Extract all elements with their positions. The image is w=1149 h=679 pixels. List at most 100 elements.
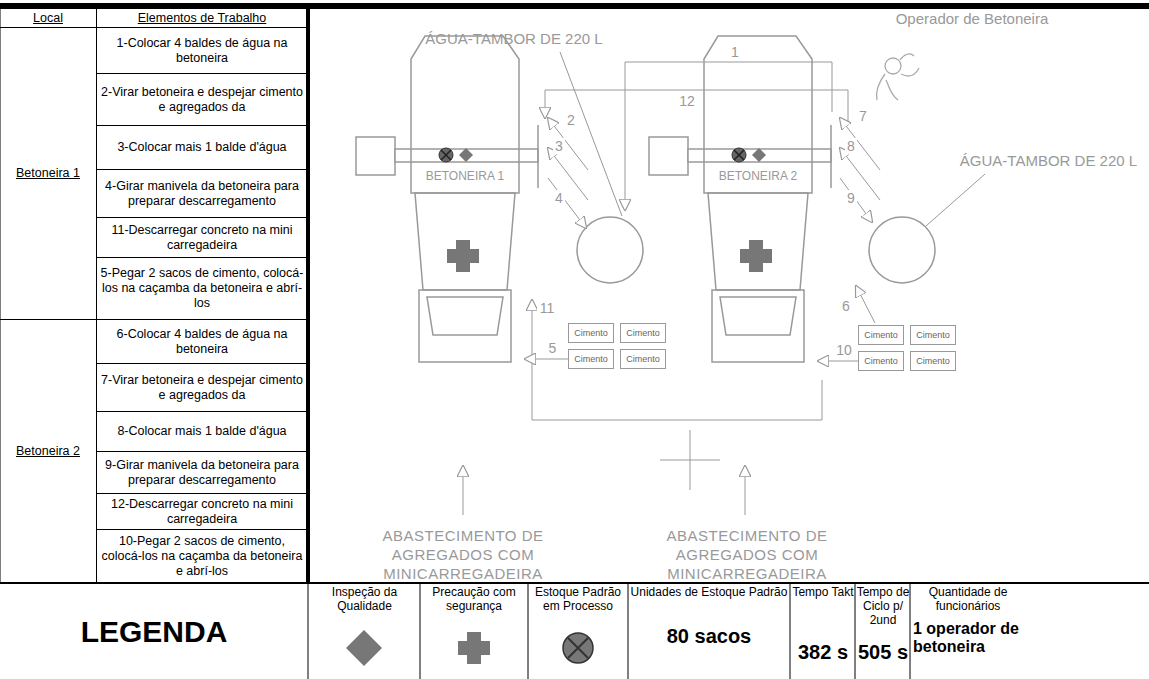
takt-value: 382 s [792,641,854,671]
cement-label: Cimento [626,328,660,338]
water-drums [560,52,622,216]
mixer-body: BETONEIRA 1 [405,35,525,365]
water-drums [926,174,985,226]
water-drums [560,52,985,283]
cement-label: Cimento [916,356,950,366]
legend-icons [568,638,588,658]
table-cell: 7-Virar betoneira e despejar cimento e a… [97,364,308,412]
table-cell: 2-Virar betoneira e despejar cimento e a… [97,74,308,126]
frame-lines [0,6,1,583]
callout-number: 7 [857,108,869,124]
cement-label: Cimento [916,330,950,340]
frame-lines [628,583,629,679]
drum-label: ÁGUA-TAMBOR DE 220 L [952,152,1145,172]
flow-arrows [840,178,872,222]
callout-number: 1 [728,44,742,60]
table-cell: 12-Descarregar concreto na mini carregad… [97,494,308,530]
cement-label: Cimento [864,330,898,340]
table-cell: 6-Colocar 4 baldes de água na betoneira [97,320,308,364]
cement-label: Cimento [626,354,660,364]
process-symbols [447,240,479,272]
cement-bag: Cimento [910,351,956,371]
legend-text: Estoque Padrão em Processo [530,586,626,620]
stock-units-title: Unidades de Estoque Padrão [630,586,788,618]
location-cell: Betoneira 2 [0,320,97,583]
flow-arrows [545,90,848,122]
flow-arrows [625,62,832,210]
mixer-hardware [356,137,395,175]
process-symbols [740,240,772,272]
frame-lines [420,583,421,679]
mixer-hardware [356,125,831,188]
cement-bag: Cimento [620,349,666,369]
operator-label: Operador de Betoneira [872,10,1072,32]
mixer-frame-outline [415,193,515,290]
process-symbols [439,148,453,162]
legend-icons [458,632,490,664]
table-cell: 9-Girar manivela da betoneira para prepa… [97,452,308,494]
stock-units-value: 80 sacos [630,625,788,665]
mixer-tray-inner [427,297,503,335]
cement-label: Cimento [574,328,608,338]
mixer-label: BETONEIRA 1 [405,169,525,183]
frame-lines [790,583,791,679]
table-cell: 8-Colocar mais 1 balde d'água [97,412,308,452]
callout-number: 6 [840,298,852,314]
cement-label: Cimento [574,354,608,364]
callout-number: 3 [553,138,565,154]
flow-arrows [548,178,586,228]
mixer-hardware [537,125,539,188]
callout-number: 10 [835,342,853,358]
operator-figure [876,54,919,100]
operator-figure [876,54,919,100]
cement-bag: Cimento [858,325,904,345]
cement-bag: Cimento [568,323,614,343]
staff-title: Quantidade de funcionários [913,586,1023,618]
cycle-title: Tempo de Ciclo p/ 2und [856,586,910,638]
mixer-hardware [649,137,688,175]
flow-arrows [463,62,880,515]
flow-connector [818,361,858,362]
water-drums [869,217,935,283]
cement-bag: Cimento [858,351,904,371]
process-symbols [441,150,451,160]
callout-number: 11 [537,300,557,316]
frame-lines [0,3,1149,679]
frame-lines [306,3,310,583]
legend-title: LEGENDA [0,585,308,679]
table-cell: 1-Colocar 4 baldes de água na betoneira [97,28,308,74]
callout-number: 2 [565,112,577,128]
flow-arrows [532,300,822,420]
cement-bag: Cimento [910,325,956,345]
table-cell: 3-Colocar mais 1 balde d'água [97,126,308,170]
process-symbols [734,150,744,160]
staff-value: 1 operador de betoneira [913,620,1063,664]
mixer-tray-outline [419,290,511,362]
flow-arrows [822,380,823,420]
callout-number: 9 [845,190,857,206]
water-drums [577,217,643,283]
legend-text: Precaução com segurança [422,586,526,620]
cycle-value: 505 s [856,641,910,671]
flow-arrows [690,430,691,490]
drum-label: ÁGUA-TAMBOR DE 220 L [398,30,630,50]
mixer-hardware [830,125,832,188]
table-header: Local [0,9,97,28]
mixer-outline [698,35,818,365]
table-cell: 10-Pegar 2 sacos de cimento, colocá-los … [97,530,308,583]
legend-icons [346,630,382,666]
takt-title: Tempo Takt [792,586,854,618]
flow-arrows [745,466,746,515]
table-cell: 4-Girar manivela da betoneira para prepa… [97,170,308,218]
mixer-tray-outline [712,290,804,362]
mixer-frame-outline [708,193,808,290]
cement-bag: Cimento [568,349,614,369]
process-symbols [459,148,473,162]
legend-icons [346,630,593,666]
legend-text: Inspeção da Qualidade [311,586,418,620]
mixer-hardware [395,149,538,162]
mixer-outline [405,35,525,365]
process-symbols [732,148,746,162]
callout-number: 5 [548,340,558,356]
